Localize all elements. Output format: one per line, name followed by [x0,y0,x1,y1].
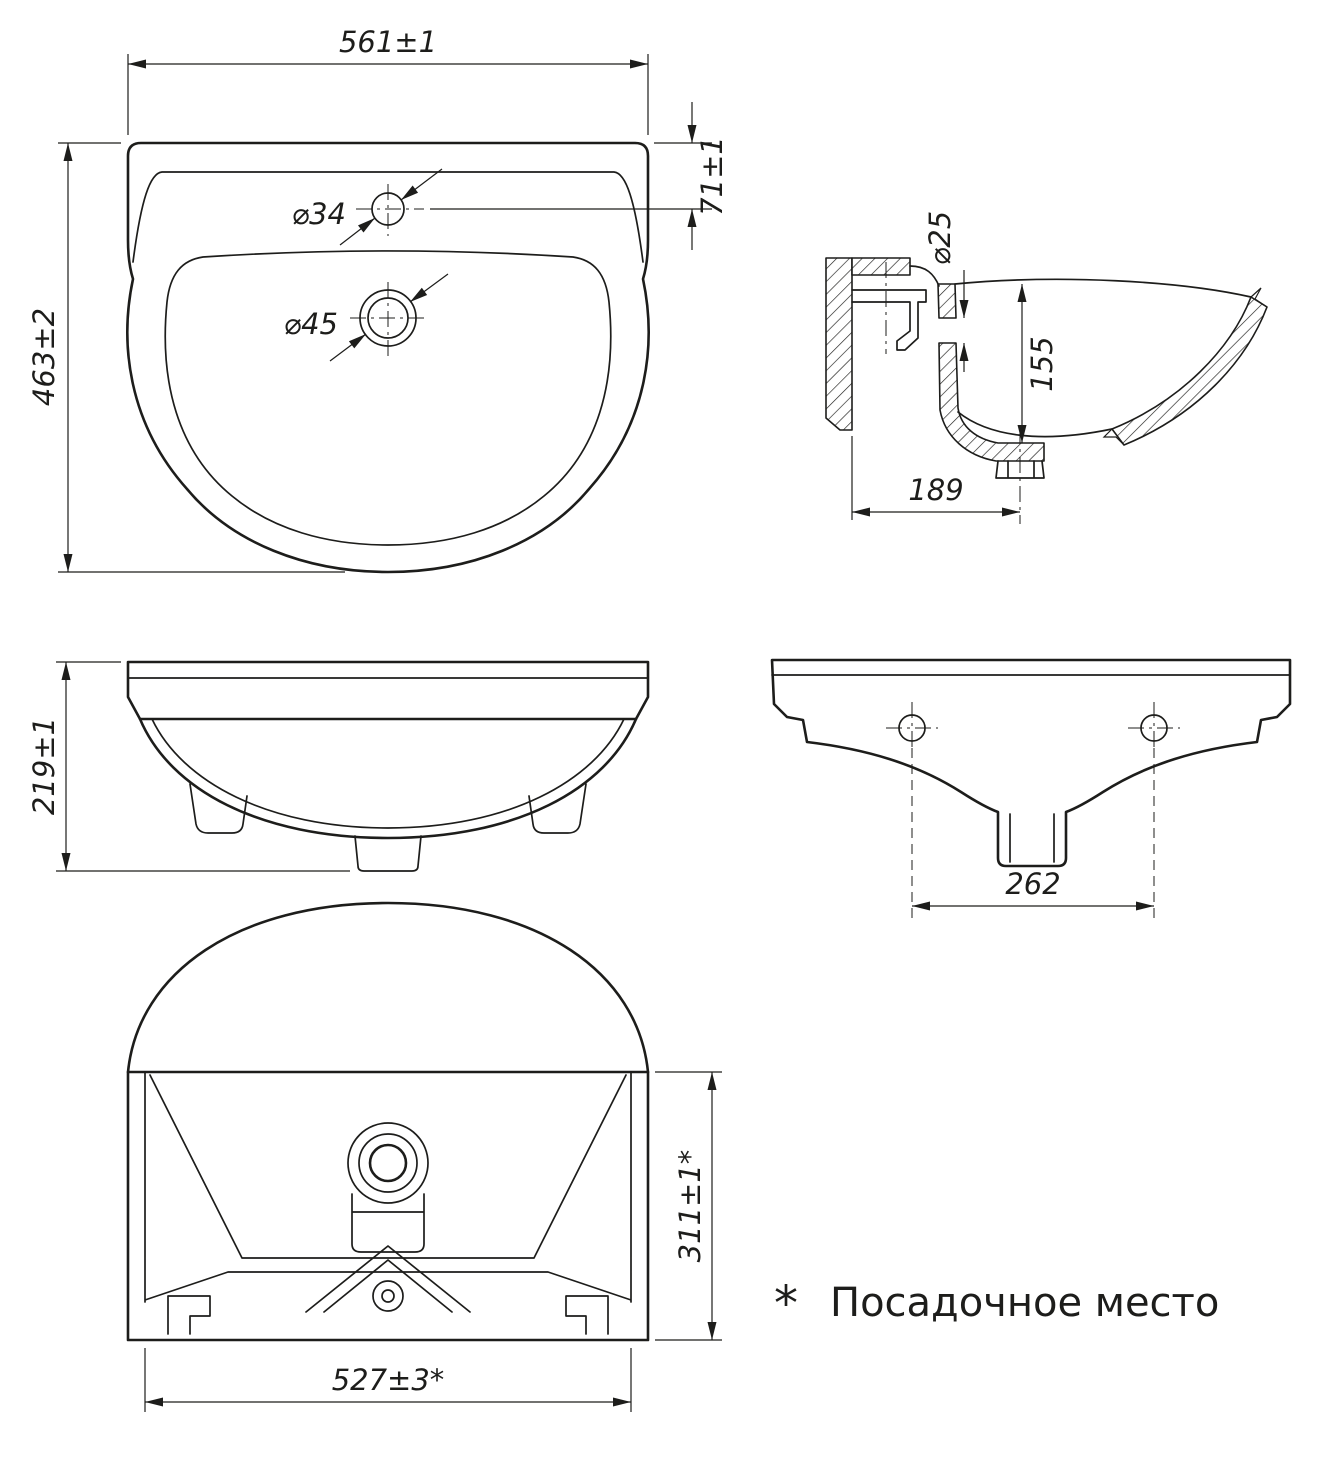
bottom-small-hole-inner [381,1289,395,1303]
section-bowl-bottom-curve [957,411,1113,438]
bottom-view: 311±1* 527±3* [126,901,722,1412]
footnote-text: Посадочное место [830,1280,1219,1326]
footnote: * Посадочное место [774,1276,1219,1332]
top-view: 561±1 463±2 71±1 ⌀34 ⌀45 [27,25,729,574]
front-right-foot [528,783,587,834]
section-break-lines [1102,287,1268,446]
bottom-chevrons [305,1245,471,1313]
top-view-deck-line [132,171,644,263]
section-top-deck [851,257,911,276]
dim-bowl-depth-label: 155 [1025,336,1059,391]
dim-front-height-label: 219±1 [27,717,61,815]
back-drain-box-lines [1009,813,1055,863]
section-centerlines [885,262,1021,524]
front-left-foot [189,783,248,834]
footnote-asterisk: * [774,1276,798,1332]
dim-faucet-hole-leader-high [400,168,443,201]
front-rim-band [126,660,650,721]
dim-seat-height-label: 311±1* [673,1150,707,1263]
bottom-right-bracket [565,1295,609,1335]
bottom-drain-ring-outer [347,1122,429,1204]
section-bowl-wall-upper [937,283,957,319]
top-view-outer-outline [126,141,650,574]
front-drain-tab [354,835,422,872]
bottom-drain-ring-mid [358,1133,418,1193]
top-view-centerlines [350,184,428,356]
front-bowl-curve [138,717,638,840]
dim-faucet-hole-leader-low [339,217,376,246]
dim-front-height-extensions [56,661,350,872]
section-view: ⌀25 155 189 [825,211,1268,524]
bottom-small-hole-outer [372,1280,404,1312]
dim-hole-spacing-extensions [911,748,1155,918]
dim-drain-hole-leader-high [409,273,449,303]
bottom-seat-outline [126,1070,650,1342]
bottom-drain-collar [351,1193,425,1253]
bottom-inner-walls [144,1071,632,1303]
top-view-basin-outline [164,250,612,546]
dim-faucet-offset-extensions [430,142,712,210]
back-view: 262 [770,658,1292,918]
dim-faucet-offset-label: 71±1 [695,136,729,216]
back-mount-hole-centerlines [886,702,1180,754]
dim-faucet-hole-label: ⌀34 [292,197,346,231]
dim-drain-hole-leader-low [329,333,367,362]
section-deck-to-bowl [909,265,940,287]
dim-top-width-extensions [127,54,649,135]
section-back-flange [825,257,853,431]
dim-top-width-label: 561±1 [339,25,437,59]
bottom-drain-ring-inner [368,1143,408,1183]
dim-drain-hole-label: ⌀45 [284,307,338,341]
dim-seat-width-label: 527±3* [332,1363,445,1397]
dim-hole-spacing-label: 262 [1005,867,1060,901]
bottom-dome-outline [126,901,650,1074]
front-view: 219±1 [27,660,650,872]
section-rim-top-line [954,278,1252,298]
back-outline [770,658,1292,868]
section-rim-hook [851,289,927,351]
dim-overflow-label: ⌀25 [923,211,957,265]
dim-top-depth-label: 463±2 [27,308,61,406]
dim-back-offset-label: 189 [908,473,963,507]
section-front-wall [1111,296,1268,446]
front-bowl-inner-curve [151,718,625,829]
section-bowl-wall-lower [938,342,1045,462]
bottom-left-bracket [167,1295,211,1335]
